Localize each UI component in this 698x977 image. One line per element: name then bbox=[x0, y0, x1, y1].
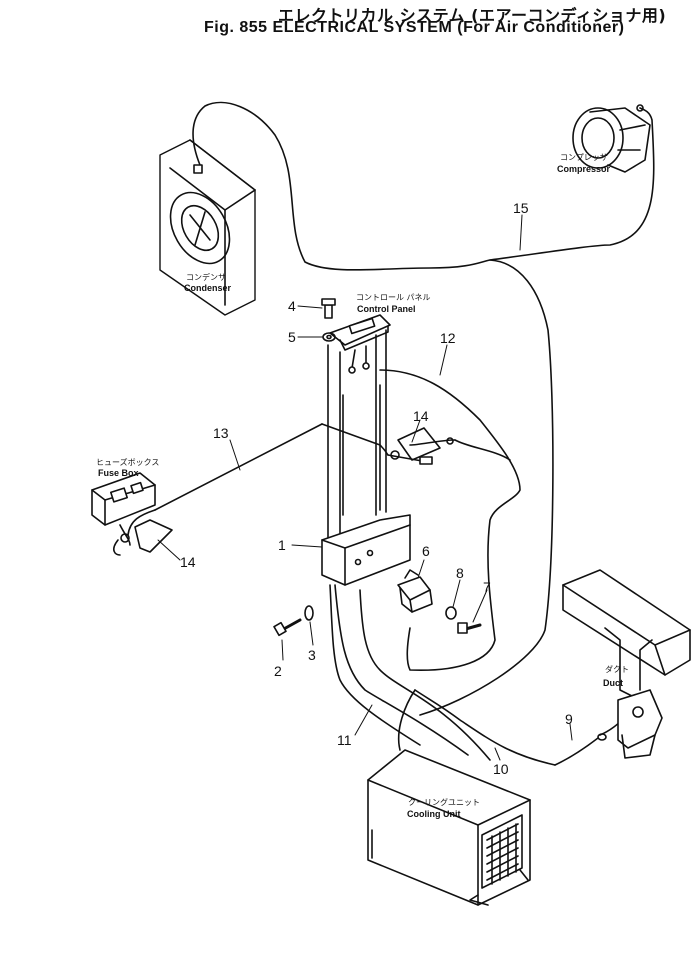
duct bbox=[562, 569, 691, 759]
compressor-label-jp: コンプレッサ bbox=[560, 153, 608, 162]
cooling-unit-label: Cooling Unit bbox=[407, 809, 461, 819]
washer-3 bbox=[304, 605, 314, 621]
compressor-label: Compressor bbox=[557, 164, 611, 174]
wire-harness-10 bbox=[359, 589, 556, 766]
wire-harness-15 bbox=[192, 101, 655, 716]
callout-1: 1 bbox=[278, 537, 286, 553]
fuse-box-label: Fuse Box bbox=[98, 468, 139, 478]
bracket-1 bbox=[321, 514, 411, 586]
callout-13: 13 bbox=[213, 425, 229, 441]
wire-harness-13 bbox=[154, 423, 389, 511]
callout-9: 9 bbox=[565, 711, 573, 727]
condenser bbox=[159, 139, 256, 316]
washer-8 bbox=[445, 606, 457, 620]
callout-14-upper: 14 bbox=[413, 408, 429, 424]
bolt-4 bbox=[321, 298, 336, 319]
bolt-7 bbox=[457, 622, 482, 634]
compressor bbox=[572, 104, 651, 173]
callout-11: 11 bbox=[337, 732, 352, 748]
relay-6 bbox=[397, 569, 433, 613]
callout-10: 10 bbox=[493, 761, 509, 777]
duct-label-jp: ダクト bbox=[605, 664, 629, 674]
condenser-label-jp: コンデンサ bbox=[186, 272, 226, 282]
callout-5: 5 bbox=[288, 329, 296, 345]
condenser-label: Condenser bbox=[184, 283, 232, 293]
callout-15: 15 bbox=[513, 200, 529, 216]
wire-harness-11 bbox=[329, 584, 469, 756]
callout-14-lower: 14 bbox=[180, 554, 196, 570]
cooling-unit-label-jp: クーリングユニット bbox=[408, 797, 480, 807]
callout-7: 7 bbox=[483, 579, 491, 595]
leader-lines bbox=[157, 214, 573, 761]
figure-title-japanese: エレクトリカル システム (エアーコンディショナ用) bbox=[278, 6, 667, 25]
wire-harness-14-upper bbox=[387, 427, 456, 465]
bolt-2 bbox=[273, 618, 302, 637]
callout-12: 12 bbox=[440, 330, 456, 346]
figure-title: Fig. 855 ELECTRICAL SYSTEM (For Air Cond… bbox=[204, 19, 625, 36]
mounting-rails bbox=[327, 329, 387, 541]
control-panel-label-jp: コントロール パネル bbox=[356, 293, 431, 302]
washer-5 bbox=[322, 332, 336, 342]
cooling-unit bbox=[367, 749, 531, 906]
fuse-box-label-jp: ヒューズボックス bbox=[96, 457, 159, 467]
control-panel-label: Control Panel bbox=[357, 304, 416, 314]
wire-harness-12 bbox=[379, 369, 521, 672]
callout-6: 6 bbox=[422, 543, 430, 559]
callout-3: 3 bbox=[308, 647, 316, 663]
callout-8: 8 bbox=[456, 565, 464, 581]
duct-label: Duct bbox=[603, 678, 623, 688]
control-panel bbox=[329, 314, 391, 374]
wire-harness-14-lower bbox=[113, 509, 173, 556]
callout-4: 4 bbox=[288, 298, 296, 314]
fuse-box bbox=[91, 472, 156, 526]
callout-2: 2 bbox=[274, 663, 282, 679]
